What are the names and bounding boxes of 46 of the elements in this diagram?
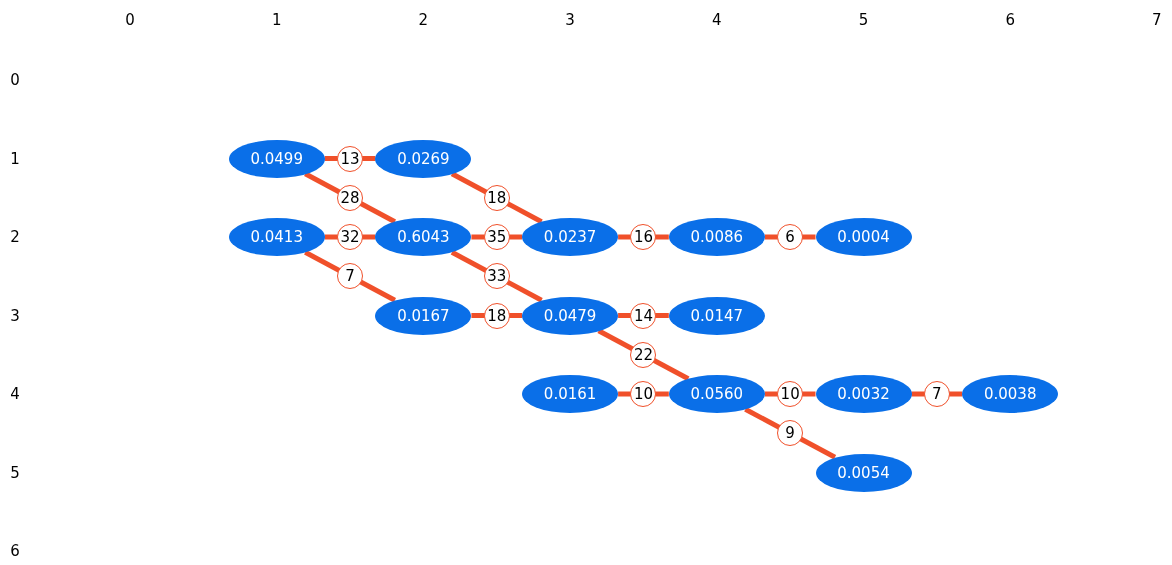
- row-number: 6: [10, 542, 20, 560]
- column-number: 5: [858, 11, 869, 29]
- node-value: 0.0054: [837, 463, 890, 482]
- edge-label: 10: [630, 381, 657, 407]
- node-value: 0.0499: [250, 149, 303, 168]
- column-number: 6: [1005, 11, 1015, 29]
- node-value: 0.0147: [690, 306, 744, 325]
- node-value: 0.0413: [250, 228, 303, 246]
- column-number: 1: [271, 11, 282, 29]
- column-number: 2: [418, 11, 429, 29]
- edge-label: 7: [923, 381, 950, 407]
- edge-label: 13: [337, 145, 364, 172]
- node-value: 0.6043: [397, 228, 450, 246]
- row-number: 1: [10, 149, 20, 168]
- edge-label: 18: [483, 184, 510, 211]
- edge-label: 28: [337, 184, 364, 211]
- node-value: 0.0004: [837, 228, 890, 246]
- column-number: 3: [565, 11, 575, 29]
- edge-label: 14: [630, 302, 657, 329]
- row-number: 4: [10, 385, 20, 403]
- node-value: 0.0269: [397, 149, 450, 168]
- edge-label: 7: [337, 263, 364, 290]
- edge-label: 32: [337, 224, 364, 250]
- edge-label: 10: [777, 381, 804, 407]
- node-value: 0.0086: [690, 228, 744, 246]
- row-number: 2: [10, 228, 20, 246]
- edge-label: 22: [630, 341, 657, 368]
- row-number: 5: [10, 463, 20, 482]
- edge-label: 6: [777, 224, 804, 250]
- node-value: 0.0479: [543, 306, 597, 325]
- column-number: 0: [125, 11, 135, 29]
- edge-label: 33: [483, 263, 510, 290]
- node-value: 0.0038: [983, 385, 1037, 403]
- edge-label: 9: [777, 420, 804, 447]
- edge-label: 35: [483, 224, 510, 250]
- row-number: 3: [10, 306, 20, 325]
- edge-label: 18: [483, 302, 510, 329]
- node-value: 0.0167: [397, 306, 450, 325]
- node-value: 0.0560: [690, 385, 744, 403]
- column-number: 7: [1152, 11, 1162, 29]
- edge-label: 16: [630, 224, 657, 250]
- node-value: 0.0237: [543, 228, 597, 246]
- column-number: 4: [712, 11, 722, 29]
- node-value: 0.0161: [543, 385, 597, 403]
- node-value: 0.0032: [837, 385, 890, 403]
- row-number: 0: [10, 71, 20, 89]
